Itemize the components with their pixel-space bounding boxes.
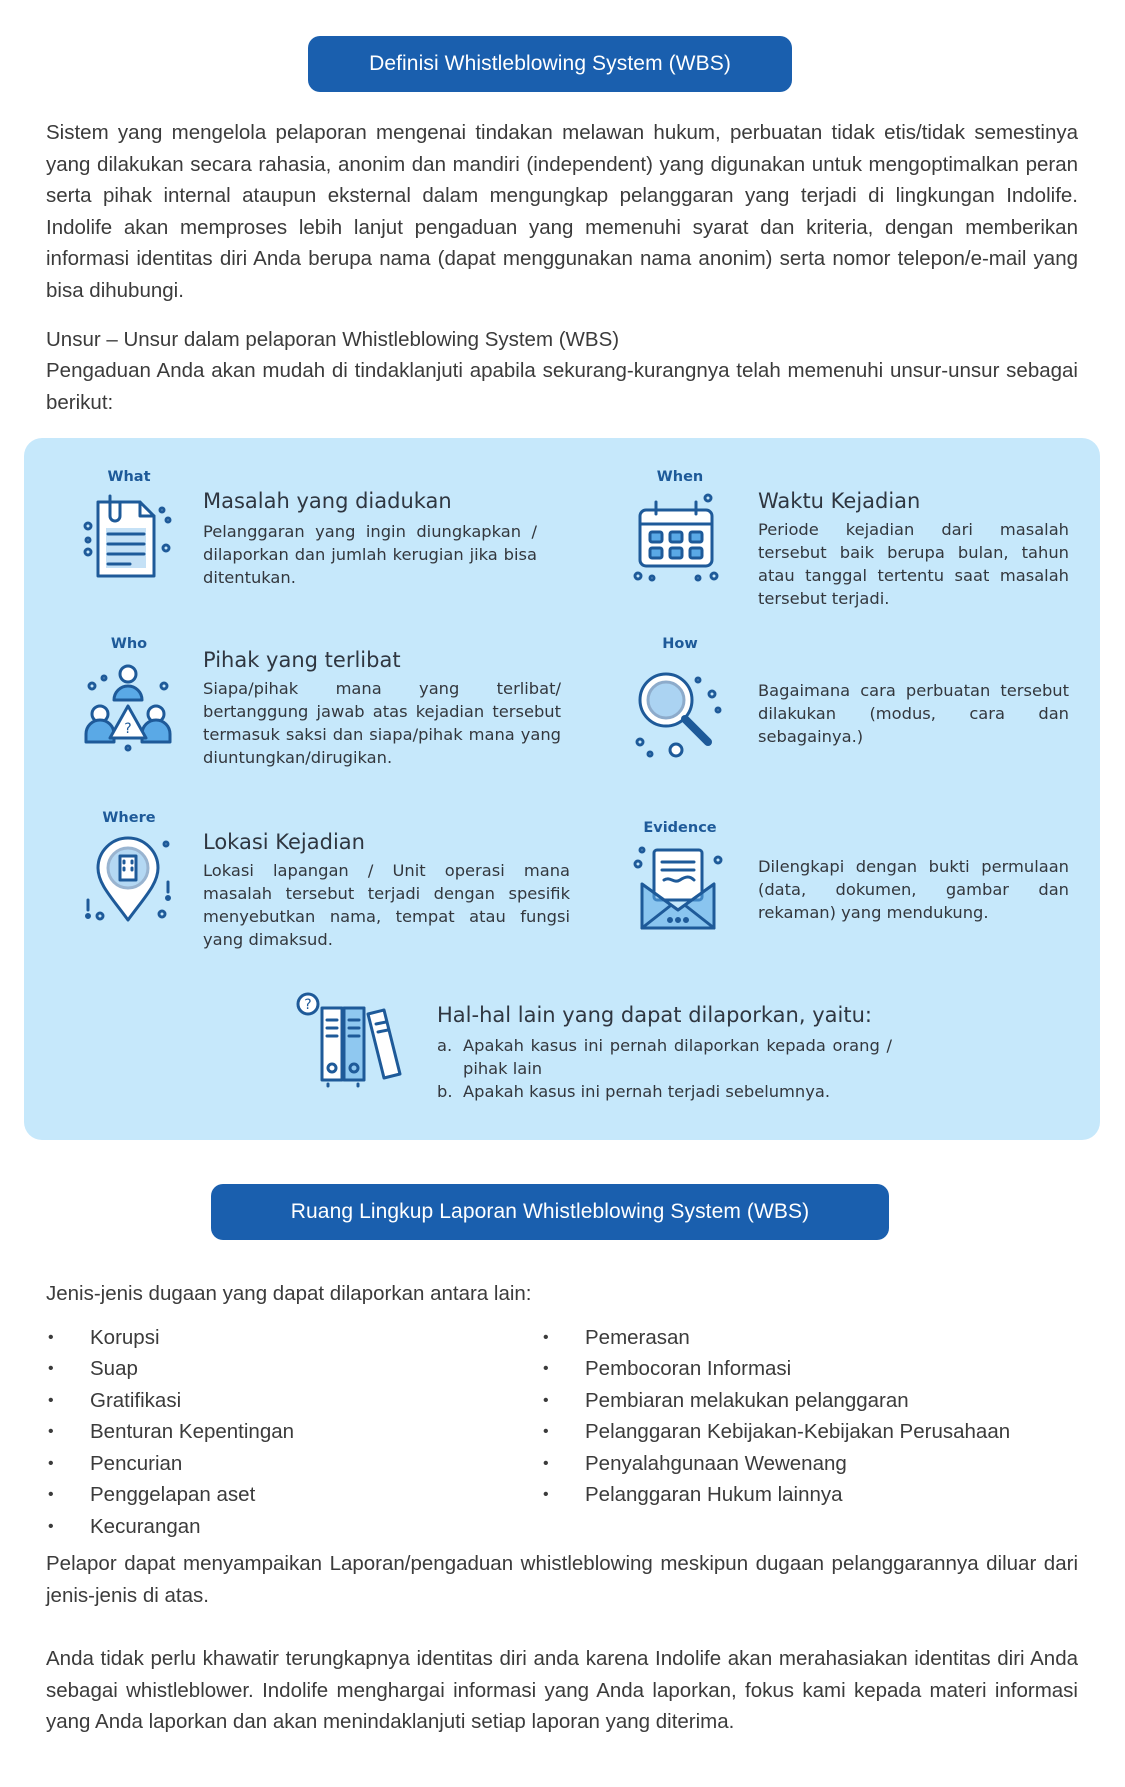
list-item: • Penyalahgunaan Wewenang: [541, 1448, 1010, 1480]
what-desc: Pelanggaran yang ingin diungkapkan / dil…: [203, 522, 537, 587]
svg-text:?: ?: [304, 997, 311, 1013]
list-text: Gratifikasi: [90, 1388, 182, 1412]
evidence-label: Evidence: [643, 820, 717, 836]
bullet: •: [48, 1486, 54, 1504]
how-desc: Bagaimana cara perbuatan tersebut dilaku…: [758, 681, 1069, 746]
who-desc: Siapa/pihak mana yang terlibat/ bertangg…: [203, 679, 561, 767]
document-icon: [80, 490, 176, 586]
people-group-icon: ?: [80, 656, 176, 752]
bullet: •: [543, 1328, 549, 1346]
bullet: •: [48, 1423, 54, 1441]
jenis-list-right: • Pemerasan • Pembocoran Informasi • Pembia…: [541, 1322, 1010, 1511]
list-text: Apakah kasus ini pernah dilaporkan kepad…: [463, 1036, 892, 1078]
location-pin-icon: [80, 830, 176, 926]
bullet: •: [48, 1517, 54, 1535]
list-item: • Pembiaran melakukan pelanggaran: [541, 1385, 1010, 1417]
how-label: How: [662, 636, 698, 652]
list-text: Pencurian: [90, 1451, 183, 1475]
list-item: b. Apakah kasus ini pernah terjadi sebel…: [437, 1080, 892, 1103]
list-item: • Pembocoran Informasi: [541, 1354, 1010, 1386]
list-marker: b.: [437, 1082, 453, 1101]
where-title: Lokasi Kejadian: [203, 830, 365, 854]
bullet: •: [543, 1423, 549, 1441]
list-item: • Pencurian: [46, 1448, 294, 1480]
list-item: • Kecurangan: [46, 1511, 294, 1543]
pelapor-paragraph: Pelapor dapat menyampaikan Laporan/penga…: [46, 1552, 1078, 1607]
jenis-list-left: • Korupsi • Suap • Gratifikasi • Benturan Ke…: [46, 1322, 294, 1543]
when-title: Waktu Kejadian: [758, 489, 921, 513]
where-label: Where: [102, 810, 156, 826]
list-item: • Gratifikasi: [46, 1385, 294, 1417]
bullet: •: [48, 1391, 54, 1409]
list-item: • Pemerasan: [541, 1322, 1010, 1354]
list-text: Apakah kasus ini pernah terjadi sebelumn…: [463, 1082, 831, 1101]
ruang-lingkup-header: Ruang Lingkup Laporan Whistleblowing Sys…: [211, 1184, 889, 1240]
list-item: • Suap: [46, 1354, 294, 1386]
list-item: • Pelanggaran Kebijakan-Kebijakan Perusah…: [541, 1417, 1010, 1449]
unsur-paragraph: Pengaduan Anda akan mudah di tindaklanju…: [46, 359, 1078, 414]
calendar-icon: [628, 490, 724, 586]
list-text: Korupsi: [90, 1325, 160, 1349]
envelope-evidence-icon: [630, 840, 726, 936]
list-text: Pembocoran Informasi: [585, 1357, 792, 1381]
bullet: •: [48, 1328, 54, 1346]
bullet: •: [543, 1486, 549, 1504]
evidence-desc: Dilengkapi dengan bukti permulaan (data,…: [758, 857, 1069, 922]
when-desc: Periode kejadian dari masalah tersebut b…: [758, 520, 1069, 608]
who-label: Who: [110, 636, 148, 652]
list-text: Benturan Kepentingan: [90, 1420, 295, 1444]
list-text: Penyalahgunaan Wewenang: [585, 1451, 847, 1475]
magnifier-icon: [628, 664, 724, 760]
list-text: Kecurangan: [90, 1514, 201, 1538]
svg-text:?: ?: [124, 721, 131, 737]
anda-paragraph: Anda tidak perlu khawatir terungkapnya i…: [46, 1647, 1078, 1733]
what-label: What: [107, 469, 151, 485]
other-title: Hal-hal lain yang dapat dilaporkan, yait…: [437, 1003, 872, 1027]
list-item: a. Apakah kasus ini pernah dilaporkan ke…: [437, 1034, 892, 1080]
who-title: Pihak yang terlibat: [203, 648, 401, 672]
bullet: •: [543, 1360, 549, 1378]
other-list: a. Apakah kasus ini pernah dilaporkan ke…: [437, 1034, 892, 1103]
where-desc: Lokasi lapangan / Unit operasi mana masa…: [203, 861, 570, 949]
bullet: •: [48, 1360, 54, 1378]
list-item: • Pelanggaran Hukum lainnya: [541, 1480, 1010, 1512]
jenis-intro: Jenis-jenis dugaan yang dapat dilaporkan…: [46, 1282, 532, 1305]
binders-icon: ?: [294, 992, 406, 1088]
list-text: Pelanggaran Kebijakan-Kebijakan Perusaha…: [585, 1420, 1011, 1444]
list-marker: a.: [437, 1036, 453, 1055]
bullet: •: [48, 1454, 54, 1472]
elements-panel: [24, 438, 1100, 1140]
list-text: Pelanggaran Hukum lainnya: [585, 1483, 843, 1507]
list-item: • Benturan Kepentingan: [46, 1417, 294, 1449]
list-item: • Korupsi: [46, 1322, 294, 1354]
definisi-header: Definisi Whistleblowing System (WBS): [308, 36, 792, 92]
unsur-title: Unsur – Unsur dalam pelaporan Whistleblo…: [46, 328, 620, 351]
list-text: Penggelapan aset: [90, 1483, 256, 1507]
when-label: When: [656, 469, 704, 485]
list-text: Pemerasan: [585, 1325, 690, 1349]
what-title: Masalah yang diadukan: [203, 489, 452, 513]
definisi-paragraph: Sistem yang mengelola pelaporan mengenai…: [46, 121, 1078, 302]
list-item: • Penggelapan aset: [46, 1480, 294, 1512]
bullet: •: [543, 1454, 549, 1472]
list-text: Suap: [90, 1357, 138, 1381]
bullet: •: [543, 1391, 549, 1409]
list-text: Pembiaran melakukan pelanggaran: [585, 1388, 909, 1412]
